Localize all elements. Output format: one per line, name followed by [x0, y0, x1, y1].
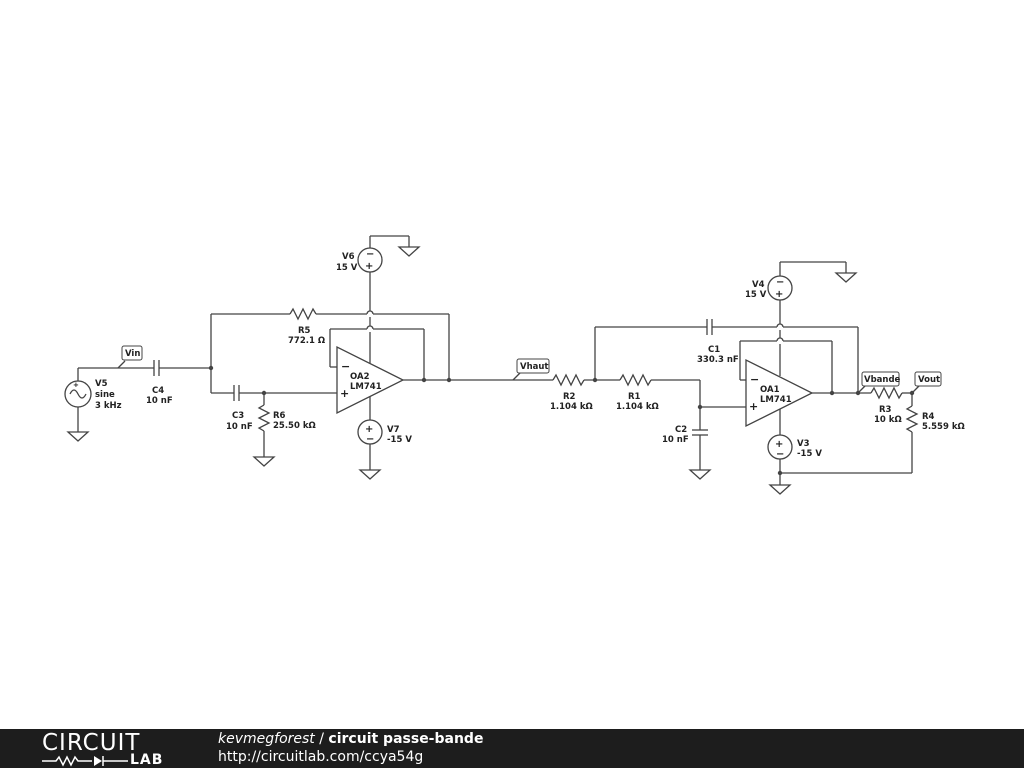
svg-text:−: −	[366, 434, 374, 445]
r5-name: R5	[298, 326, 311, 336]
v5-value: 3 kHz	[95, 401, 122, 411]
capacitor-c4[interactable]: C4 10 nF	[146, 360, 173, 406]
c3-value: 10 nF	[226, 422, 253, 432]
ground-v4	[834, 272, 858, 283]
source-v3[interactable]: + − V3 -15 V	[767, 434, 822, 485]
svg-text:+: +	[775, 439, 783, 450]
svg-text:−: −	[366, 249, 374, 260]
c2-name: C2	[675, 425, 687, 435]
capacitor-c3[interactable]: C3 10 nF	[226, 385, 253, 432]
ground-v7	[358, 469, 382, 480]
source-v4[interactable]: − + V4 15 V	[745, 261, 847, 301]
vout-label: Vout	[918, 375, 940, 385]
resistor-r5[interactable]: R5 772.1 Ω	[288, 307, 325, 346]
c1-value: 330.3 nF	[697, 355, 739, 365]
c1-name: C1	[708, 345, 720, 355]
svg-text:−: −	[776, 277, 784, 288]
r4-value: 5.559 kΩ	[922, 422, 965, 432]
circuit-url-link[interactable]: http://circuitlab.com/ccya54g	[218, 749, 424, 765]
circuit-name[interactable]: circuit passe-bande	[328, 731, 484, 747]
source-v5[interactable]: + V5 sine 3 kHz	[64, 368, 122, 432]
v7-name: V7	[387, 425, 400, 435]
resistor-r6[interactable]: R6 25.50 kΩ	[257, 393, 316, 457]
resistor-r4[interactable]: R4 5.559 kΩ	[905, 393, 965, 473]
oa2-minus-symbol: −	[341, 360, 350, 373]
r5-value: 772.1 Ω	[288, 336, 325, 346]
oa1-name: OA1	[760, 385, 780, 395]
v5-type: sine	[95, 390, 115, 400]
vhaut-label: Vhaut	[520, 362, 548, 372]
oa2-model: LM741	[350, 382, 382, 392]
ground-v6	[397, 246, 421, 257]
v4-name: V4	[752, 280, 765, 290]
logo-circuit-trace-icon	[42, 755, 128, 767]
r4-name: R4	[922, 412, 935, 422]
capacitor-c2[interactable]: C2 10 nF	[662, 425, 708, 470]
svg-text:+: +	[365, 261, 373, 272]
r3-name: R3	[879, 405, 892, 415]
svg-text:−: −	[776, 449, 784, 460]
r2-name: R2	[563, 392, 576, 402]
v3-name: V3	[797, 439, 810, 449]
oa1-plus-symbol: +	[749, 400, 758, 413]
logo-text-circuit: CIRCUIT	[42, 730, 141, 756]
c3-name: C3	[232, 411, 244, 421]
svg-text:+: +	[775, 289, 783, 300]
net-label-vin: Vin	[117, 345, 143, 369]
r6-value: 25.50 kΩ	[273, 421, 316, 431]
vin-label: Vin	[125, 349, 140, 359]
capacitor-c1[interactable]: C1 330.3 nF	[697, 319, 739, 365]
circuit-title: kevmegforest / circuit passe-bande	[218, 731, 483, 748]
opamp-oa1[interactable]: − + OA1 LM741	[745, 358, 814, 428]
net-label-vbande: Vbande	[857, 371, 901, 394]
logo-text-lab: LAB	[130, 752, 164, 768]
ground-v5	[66, 431, 90, 442]
ground-v3	[768, 484, 792, 495]
title-separator: /	[314, 731, 329, 747]
r1-value: 1.104 kΩ	[616, 402, 659, 412]
v6-name: V6	[342, 252, 355, 262]
author-link[interactable]: kevmegforest	[218, 731, 315, 747]
ground-c2	[688, 469, 712, 480]
r1-name: R1	[628, 392, 641, 402]
svg-text:+: +	[73, 381, 79, 389]
ground-r6	[252, 456, 276, 467]
v5-name: V5	[95, 379, 108, 389]
svg-text:+: +	[365, 424, 373, 435]
r2-value: 1.104 kΩ	[550, 402, 593, 412]
circuitlab-logo[interactable]: CIRCUIT LAB	[42, 730, 177, 768]
source-v6[interactable]: − + V6 15 V	[336, 235, 410, 273]
footer-bar: CIRCUIT LAB kevmegforest / circuit passe…	[0, 729, 1024, 768]
net-label-vhaut: Vhaut	[512, 358, 550, 381]
resistor-r2[interactable]: R2 1.104 kΩ	[550, 373, 593, 412]
c4-name: C4	[152, 386, 164, 396]
c4-value: 10 nF	[146, 396, 173, 406]
v7-value: -15 V	[387, 435, 412, 445]
oa2-plus-symbol: +	[340, 387, 349, 400]
oa2-name: OA2	[350, 372, 370, 382]
vbande-label: Vbande	[864, 375, 901, 385]
oa1-minus-symbol: −	[750, 373, 759, 386]
v3-value: -15 V	[797, 449, 822, 459]
source-v7[interactable]: + − V7 -15 V	[357, 419, 412, 470]
r6-name: R6	[273, 411, 286, 421]
resistor-r1[interactable]: R1 1.104 kΩ	[616, 373, 659, 412]
r3-value: 10 kΩ	[874, 415, 902, 425]
circuit-schematic: + V5 sine 3 kHz Vin C4 10 nF C3 10 nF	[64, 235, 965, 495]
v6-value: 15 V	[336, 263, 358, 273]
net-label-vout: Vout	[911, 371, 942, 394]
resistor-r3[interactable]: R3 10 kΩ	[870, 386, 903, 425]
oa1-model: LM741	[760, 395, 792, 405]
c2-value: 10 nF	[662, 435, 689, 445]
v4-value: 15 V	[745, 290, 767, 300]
